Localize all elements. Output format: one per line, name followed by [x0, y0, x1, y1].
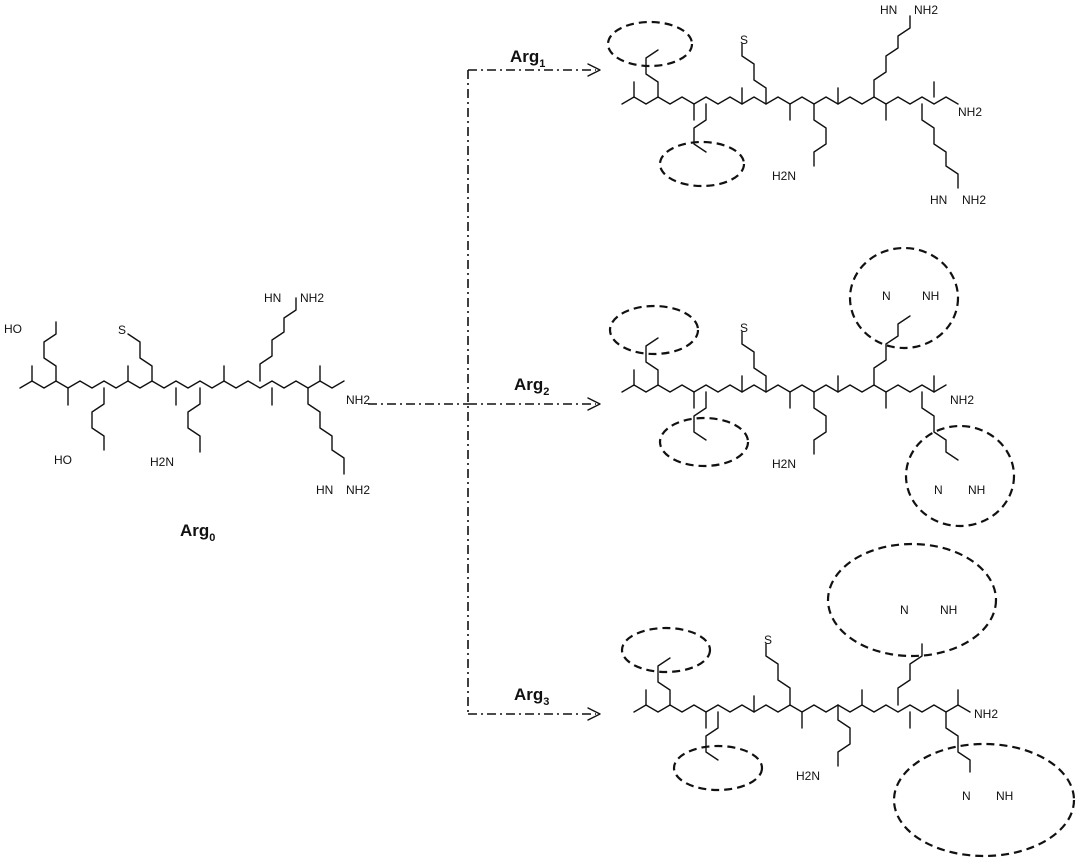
molecule-arg3: S H2N NH2 N NH N NH [620, 542, 1076, 858]
arg3-glu1-side [657, 657, 671, 706]
arg0-oh-bottom: HO [54, 453, 72, 467]
arg1-arg-side-down [921, 103, 959, 189]
arg2-glu2-side [693, 391, 707, 441]
arg0-met-side [127, 333, 153, 382]
arg3-n-bottom: N [962, 789, 971, 803]
arg1-met-side [741, 43, 767, 105]
arg3-gln-side [837, 704, 851, 767]
arg3-met-side [765, 643, 791, 706]
arg1-ester-ring-top [606, 20, 694, 68]
arg1-hn-bottom: HN [930, 193, 947, 207]
arg1-glu2-side [693, 103, 707, 153]
arg0-s: S [118, 323, 126, 337]
arg2-ester-ring-top [608, 304, 700, 356]
arg2-n-top: N [882, 289, 891, 303]
reaction-arrows: Arg1 Arg2 Arg3 [368, 47, 601, 721]
arg2-nh-top: NH [922, 289, 939, 303]
arg3-arg-side-down [945, 711, 971, 773]
arg2-acetyl-guanidine-ring-bottom [904, 424, 1016, 528]
arg1-glu1-side [645, 49, 659, 98]
arg1-nh2-c: NH2 [958, 105, 982, 119]
arg2-ester-ring-bottom [658, 416, 750, 468]
arg3-label: Arg3 [514, 685, 549, 708]
arg0-oh-top: HO [4, 322, 22, 336]
arg2-s: S [740, 321, 748, 335]
arrow-head-1 [587, 63, 601, 77]
arg3-ester-ring-bottom [672, 744, 764, 792]
arg0-hn-bottom: HN [316, 483, 333, 497]
arg3-nh2-c: NH2 [974, 707, 998, 721]
arg3-arg-side-up [897, 643, 923, 706]
arg2-gln-side [813, 391, 827, 455]
arg2-backbone [621, 384, 947, 393]
arg2-label: Arg2 [514, 375, 549, 398]
arg1-ester-ring-bottom [658, 140, 746, 188]
arg3-boc-guanidine-ring-top [826, 542, 998, 658]
arg3-nh-top: NH [940, 603, 957, 617]
arg3-nh-bottom: NH [996, 789, 1013, 803]
molecule-arg0: HO HO S H2N HN NH2 NH2 HN NH2 Arg0 [4, 291, 370, 544]
arg2-arg-side-down [921, 391, 959, 461]
arg3-s: S [764, 633, 772, 647]
arrow-head-2 [587, 397, 601, 411]
arg0-hn-top: HN [264, 291, 281, 305]
arg2-glu1-side [645, 337, 659, 386]
arg3-n-top: N [900, 603, 909, 617]
arg3-ester-ring-top [620, 626, 712, 674]
arg0-nh2-bottom: NH2 [346, 483, 370, 497]
arg3-glu2-side [705, 711, 719, 761]
arg0-glu1-side [43, 321, 57, 382]
arg2-nh2-c: NH2 [950, 393, 974, 407]
molecule-arg1: S H2N HN NH2 NH2 HN NH2 [606, 3, 986, 207]
arg1-h2n-gln: H2N [772, 169, 796, 183]
arrow-head-3 [587, 707, 601, 721]
arg0-arg-side-down [307, 387, 345, 475]
arg0-label: Arg0 [180, 521, 215, 544]
molecule-arg2: S H2N NH2 N NH N NH [608, 246, 1016, 528]
arg1-backbone [621, 96, 959, 105]
arg1-gln-side [813, 103, 827, 167]
arg2-nh-bottom: NH [968, 483, 985, 497]
arg1-nh2-bottom: NH2 [962, 193, 986, 207]
arg0-backbone [19, 380, 345, 389]
arg2-met-side [741, 331, 767, 393]
arg0-h2n-gln: H2N [150, 455, 174, 469]
arg0-nh2-top: NH2 [300, 291, 324, 305]
arg2-arg-side-up [873, 315, 911, 386]
arg1-arg-side-up [873, 15, 911, 98]
arg3-backbone [633, 704, 971, 713]
arg1-nh2-top: NH2 [914, 3, 938, 17]
arg3-boc-guanidine-ring-bottom [892, 742, 1076, 858]
arg0-gln-side [187, 387, 201, 453]
arg1-s: S [740, 33, 748, 47]
arg0-glu2-side [91, 387, 105, 451]
arg0-arg-side-up [259, 297, 297, 382]
arg2-n-bottom: N [934, 483, 943, 497]
arg3-h2n-gln: H2N [796, 769, 820, 783]
arg2-acetyl-guanidine-ring-top [848, 246, 960, 350]
arg0-nh2-c: NH2 [346, 393, 370, 407]
arg1-label: Arg1 [510, 47, 545, 70]
arg1-hn-top: HN [880, 3, 897, 17]
arg2-h2n-gln: H2N [772, 457, 796, 471]
